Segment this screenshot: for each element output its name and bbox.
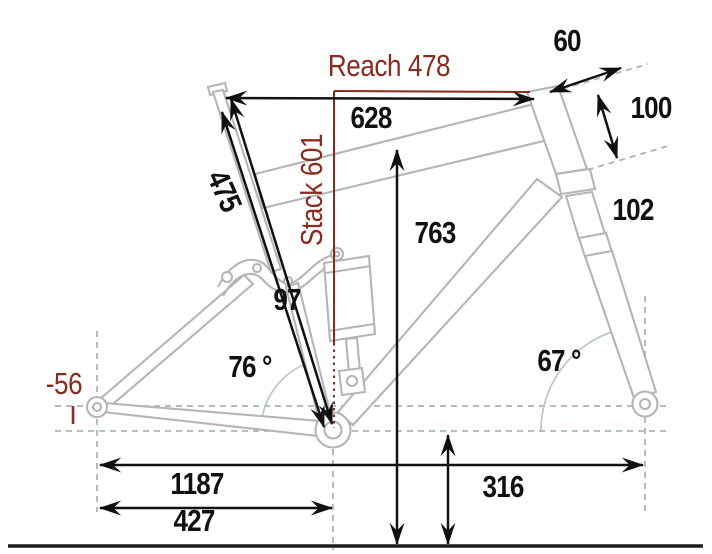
standover-label: 763 xyxy=(414,215,457,250)
rocker-pivot-2 xyxy=(251,262,263,274)
shock-lower-eyelet xyxy=(345,374,359,388)
fork-crown xyxy=(554,167,597,196)
seat-axis-dim-line xyxy=(220,110,326,429)
top-tube-dim-line xyxy=(224,90,536,107)
bb-drop-label: -56 xyxy=(45,366,83,401)
shock-body-cap-line-bottom xyxy=(328,322,375,333)
reach-label: Reach 478 xyxy=(327,48,451,83)
bottom-bracket-hole xyxy=(323,420,343,440)
reach-line xyxy=(333,90,531,93)
dim-100-label: 100 xyxy=(630,90,673,125)
rear-axle-hole xyxy=(91,401,103,413)
seat-angle-label: 76 ° xyxy=(228,349,272,384)
steerer-dim-line xyxy=(596,93,619,160)
head-angle-arc xyxy=(540,330,616,431)
seat-stay xyxy=(98,273,255,412)
chainstay-label: 427 xyxy=(173,503,216,538)
head-angle-label: 67 ° xyxy=(537,343,581,378)
frame-outline xyxy=(85,81,659,449)
stem-lower-dashed-line xyxy=(576,145,669,174)
stack-label: Stack 601 xyxy=(294,133,329,247)
front-axle-hole xyxy=(638,397,652,411)
stem-dim-line xyxy=(548,66,623,94)
rocker-pivot-1 xyxy=(220,270,234,284)
fork-stanchion xyxy=(564,190,607,241)
dim-60-label: 60 xyxy=(553,23,581,58)
fork-lower-leg xyxy=(583,249,658,400)
wheelbase-label: 1187 xyxy=(170,466,224,501)
dim-102-label: 102 xyxy=(612,192,655,227)
top-tube-label: 628 xyxy=(350,100,393,135)
bb-height-label: 316 xyxy=(482,469,525,504)
dim-97-label: 97 xyxy=(273,282,301,317)
shock-upper-eyelet-hole xyxy=(333,250,341,258)
stem-upper-dashed-line xyxy=(551,63,649,93)
dimension-arrows xyxy=(98,66,645,546)
